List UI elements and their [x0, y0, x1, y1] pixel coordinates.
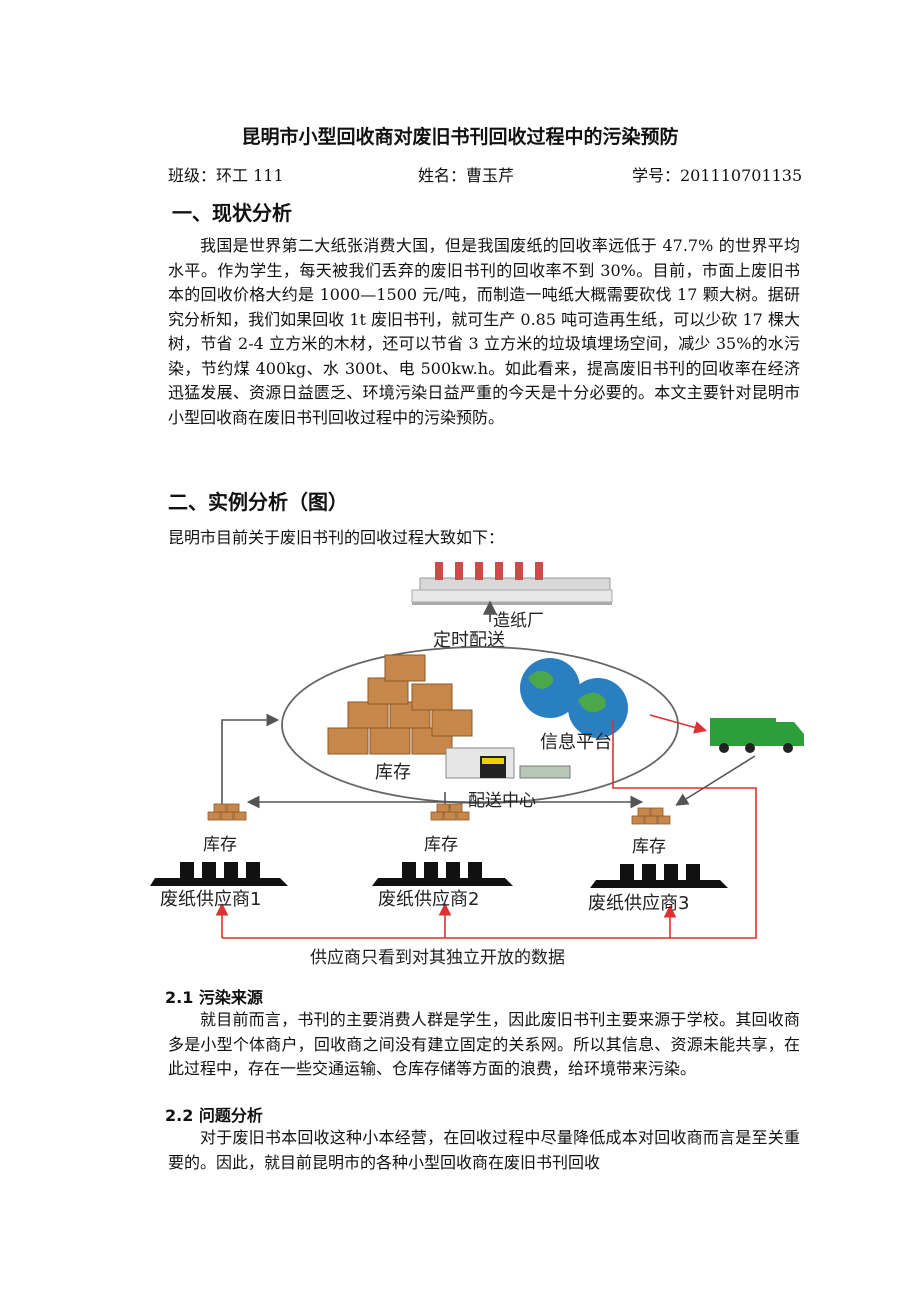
section2-intro: 昆明市目前关于废旧书刊的回收过程大致如下：: [168, 528, 505, 547]
supplier-2-label: 废纸供应商2: [378, 889, 479, 910]
supplier-3-boxes-icon: [631, 807, 671, 825]
hub-ellipse: [281, 646, 679, 804]
document-title: 昆明市小型回收商对废旧书刊回收过程中的污染预防: [241, 126, 679, 148]
paper-mill-icon: [411, 562, 613, 605]
globe-icon: [520, 658, 628, 738]
student-id-label: 学号：201110701135: [632, 166, 803, 185]
distribution-center-label: 配送中心: [468, 791, 536, 811]
sub22-heading: 2.2 问题分析: [165, 1106, 263, 1125]
distribution-building-icon: [445, 747, 571, 779]
paper-mill-label: 造纸厂: [493, 611, 544, 631]
supplier-2-inventory-label: 库存: [424, 835, 458, 855]
supplier-2-stand-icon: [372, 862, 513, 886]
sub21-text: 就目前而言，书刊的主要消费人群是学生，因此废旧书刊主要来源于学校。其回收商多是小…: [168, 1010, 800, 1078]
info-platform-label: 信息平台: [540, 732, 612, 753]
supplier-1-label: 废纸供应商1: [160, 889, 261, 910]
sub22-paragraph: 对于废旧书本回收这种小本经营，在回收过程中尽量降低成本对回收商而言是至关重要的。…: [168, 1126, 800, 1175]
scheduled-delivery-label: 定时配送: [433, 630, 505, 651]
class-label: 班级：环工 111: [168, 166, 284, 185]
sub22-text: 对于废旧书本回收这种小本经营，在回收过程中尽量降低成本对回收商而言是至关重要的。…: [168, 1128, 800, 1172]
truck-icon: [710, 718, 804, 753]
supplier-1-boxes-icon: [207, 803, 247, 821]
sub21-heading: 2.1 污染来源: [165, 988, 263, 1007]
supplier-1-inventory-label: 库存: [203, 835, 237, 855]
section2-heading: 二、实例分析（图）: [168, 490, 348, 514]
section1-text: 我国是世界第二大纸张消费大国，但是我国废纸的回收率远低于 47.7% 的世界平均…: [168, 236, 800, 427]
supplier-2-boxes-icon: [430, 803, 470, 821]
footer-note: 供应商只看到对其独立开放的数据: [310, 948, 565, 968]
section1-paragraph: 我国是世界第二大纸张消费大国，但是我国废纸的回收率远低于 47.7% 的世界平均…: [168, 234, 800, 430]
inventory-center-label: 库存: [375, 762, 411, 783]
section1-heading: 一、现状分析: [172, 201, 292, 225]
name-label: 姓名：曹玉芹: [418, 166, 515, 185]
supplier-3-stand-icon: [590, 864, 728, 888]
supplier-3-label: 废纸供应商3: [588, 893, 689, 914]
recycling-process-diagram: 造纸厂 定时配送 库存 信息平台: [150, 562, 804, 968]
supplier-1-stand-icon: [150, 862, 288, 886]
inventory-boxes-icon: [327, 654, 473, 755]
supplier-3-inventory-label: 库存: [632, 837, 666, 857]
sub21-paragraph: 就目前而言，书刊的主要消费人群是学生，因此废旧书刊主要来源于学校。其回收商多是小…: [168, 1008, 800, 1082]
